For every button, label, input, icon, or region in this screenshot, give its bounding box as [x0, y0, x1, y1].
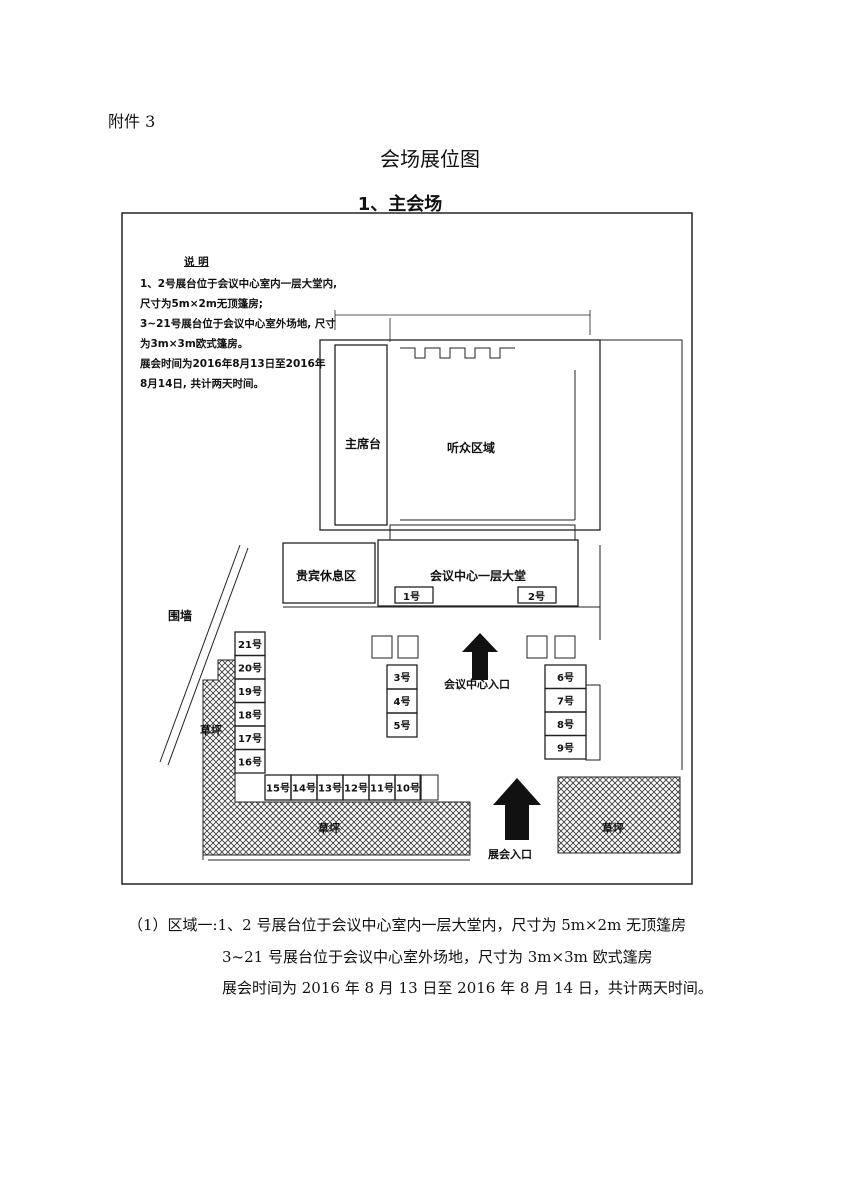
legend-line: 1、2号展台位于会议中心室内一层大堂内, [140, 278, 338, 290]
booth-label: 14号 [292, 783, 316, 795]
description-line-3: 展会时间为 2016 年 8 月 13 日至 2016 年 8 月 14 日，共… [222, 979, 713, 997]
booth-1 [394, 586, 434, 604]
lawn-label: 草坪 [200, 723, 222, 737]
lawn-label: 草坪 [318, 821, 340, 835]
booth-label: 13号 [318, 783, 342, 795]
legend-heading: 说 明 [184, 256, 209, 268]
vip-label: 贵宾休息区 [296, 568, 356, 583]
booth-label: 10号 [396, 783, 420, 795]
booth-label: 20号 [238, 662, 262, 674]
center-entrance-label: 会议中心入口 [444, 677, 510, 691]
legend-line: 尺寸为5m×2m无顶篷房; [140, 298, 263, 310]
lawn-left-bottom [202, 659, 471, 856]
booth-label: 2号 [528, 591, 545, 603]
booth-label: 18号 [238, 709, 262, 721]
booths-left: 21号 20号 19号 18号 17号 16号 [234, 631, 266, 774]
page-title: 会场展位图 [380, 147, 480, 171]
booth-label: 21号 [238, 639, 262, 651]
booth-label: 15号 [266, 783, 290, 795]
main-hall [319, 339, 601, 531]
lawn-label: 草坪 [602, 821, 624, 835]
section-title: 1、主会场 [357, 194, 443, 215]
stage-label: 主席台 [345, 436, 381, 451]
legend-line: 为3m×3m欧式篷房。 [140, 338, 249, 350]
booth-label: 16号 [238, 756, 262, 768]
booth-label: 7号 [557, 695, 574, 707]
legend-line: 展会时间为2016年8月13日至2016年 [140, 358, 326, 370]
legend-line: 8月14日, 共计两天时间。 [140, 378, 265, 390]
description-line-2: 3~21 号展台位于会议中心室外场地，尺寸为 3m×3m 欧式篷房 [222, 948, 653, 966]
booth [394, 774, 422, 801]
booth-2 [517, 586, 557, 604]
legend-line: 3~21号展台位于会议中心室外场地, 尺寸 [140, 318, 336, 330]
booth-label: 6号 [557, 672, 574, 684]
booth-label: 1号 [403, 591, 420, 603]
attachment-label: 附件 3 [108, 112, 156, 131]
description-line-1: （1）区域一:1、2 号展台位于会议中心室内一层大堂内，尺寸为 5m×2m 无顶… [128, 916, 687, 934]
boundary-wall [159, 544, 249, 766]
booth-label: 12号 [344, 783, 368, 795]
booth-label: 11号 [370, 783, 394, 795]
booth-label: 17号 [238, 733, 262, 745]
audience-label: 听众区域 [447, 440, 495, 455]
stage-area [334, 344, 388, 526]
vip-area [282, 542, 376, 604]
expo-entrance-arrow-icon [493, 778, 541, 840]
lawn-right [557, 776, 681, 854]
booth-label: 4号 [394, 696, 411, 708]
booth-label: 8号 [557, 719, 574, 731]
booth [386, 712, 418, 738]
wall-label: 围墙 [168, 608, 192, 623]
booth-label: 19号 [238, 686, 262, 698]
booth-label: 9号 [557, 742, 574, 754]
expo-entrance-label: 展会入口 [487, 847, 532, 861]
booths-right: 6号 7号 8号 9号 [544, 664, 587, 760]
booth [234, 748, 266, 774]
lobby-label: 会议中心一层大堂 [430, 568, 526, 583]
plan-frame [121, 212, 693, 885]
booth-label: 5号 [394, 720, 411, 732]
booths-center: 3号 4号 5号 [386, 664, 418, 738]
entrance-arrow-icon [462, 633, 498, 680]
booth-label: 3号 [394, 672, 411, 684]
